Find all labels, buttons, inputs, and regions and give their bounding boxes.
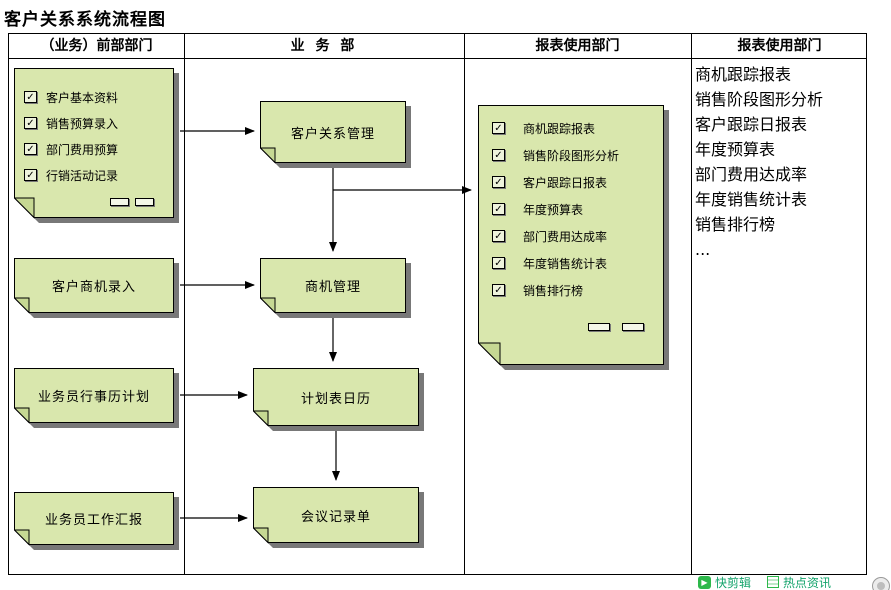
doc-crm: 客户关系管理 <box>260 101 411 168</box>
report-list-item: 部门费用达成率 <box>695 165 808 184</box>
checkbox-checked-icon <box>24 91 37 103</box>
checkbox-checked-icon <box>24 117 37 129</box>
corner-widget-icon[interactable] <box>872 577 890 590</box>
doc-check-item: 销售预算录入 <box>24 116 119 131</box>
quick-clip-icon <box>698 575 711 589</box>
doc-label: 商机管理 <box>304 280 361 295</box>
check-item-label: 销售预算录入 <box>46 116 119 131</box>
doc-label: 客户商机录入 <box>51 280 136 295</box>
doc-reports: 商机跟踪报表 销售阶段图形分析 客户跟踪日报表 年度预算表 部门费用达成率 年度… <box>478 105 669 370</box>
doc-label: 业务员行事历计划 <box>37 390 150 405</box>
checkbox-checked-icon <box>492 149 505 161</box>
doc-check-item: 销售阶段图形分析 <box>492 148 620 163</box>
doc-check-item: 部门费用预算 <box>24 142 119 157</box>
page-title: 客户关系系统流程图 <box>4 10 166 30</box>
check-item-label: 商机跟踪报表 <box>523 121 596 136</box>
check-item-label: 客户跟踪日报表 <box>523 175 608 190</box>
column-header-report-dept: 报表使用部门 <box>535 38 620 54</box>
mini-bar-icon <box>588 323 610 331</box>
doc-check-item: 商机跟踪报表 <box>492 121 596 136</box>
check-item-label: 行销活动记录 <box>46 168 119 183</box>
doc-check-item: 行销活动记录 <box>24 168 119 183</box>
report-list-item: 年度预算表 <box>695 140 776 159</box>
checkbox-checked-icon <box>492 203 505 215</box>
column-divider <box>184 34 185 574</box>
header-divider <box>9 58 866 59</box>
doc-label: 计划表日历 <box>300 391 371 407</box>
check-item-label: 客户基本资料 <box>46 90 119 105</box>
doc-check-item: 销售排行榜 <box>492 283 584 298</box>
checkbox-checked-icon <box>492 176 505 188</box>
check-item-label: 年度销售统计表 <box>523 256 608 271</box>
doc-check-item: 客户跟踪日报表 <box>492 175 608 190</box>
doc-entry-forms: 客户基本资料 销售预算录入 部门费用预算 行销活动记录 <box>14 68 179 223</box>
checkbox-checked-icon <box>492 230 505 242</box>
doc-label: 会议记录单 <box>300 509 371 525</box>
mini-bar-icon <box>110 198 129 206</box>
hot-news-label: 热点资讯 <box>783 575 832 590</box>
checkbox-checked-icon <box>492 284 505 296</box>
report-list-item: 年度销售统计表 <box>695 190 808 209</box>
doc-label: 业务员工作汇报 <box>44 513 143 528</box>
doc-work-report: 业务员工作汇报 <box>14 492 179 550</box>
doc-check-item: 年度销售统计表 <box>492 256 608 271</box>
report-list-item: 商机跟踪报表 <box>695 65 792 84</box>
doc-schedule-calendar: 计划表日历 <box>253 368 424 431</box>
doc-calendar-plan: 业务员行事历计划 <box>14 368 179 428</box>
doc-opportunity-entry: 客户商机录入 <box>14 258 179 318</box>
flowchart-table: （业务）前部部门 业 务 部 报表使用部门 报表使用部门 <box>8 33 867 575</box>
doc-meeting-record: 会议记录单 <box>253 487 424 548</box>
doc-check-item: 客户基本资料 <box>24 90 119 105</box>
doc-check-item: 年度预算表 <box>492 202 584 217</box>
quick-clip-button[interactable]: 快剪辑 <box>698 574 751 590</box>
mini-bar-icon <box>622 323 644 331</box>
check-item-label: 部门费用预算 <box>46 142 119 157</box>
doc-check-item: 部门费用达成率 <box>492 229 608 244</box>
check-item-label: 部门费用达成率 <box>523 229 608 244</box>
report-list-item: 客户跟踪日报表 <box>695 115 808 134</box>
report-list-item: 销售排行榜 <box>695 215 776 234</box>
checkbox-checked-icon <box>492 257 505 269</box>
hot-news-button[interactable]: 热点资讯 <box>767 574 831 590</box>
footer-toolbar: 快剪辑 热点资讯 <box>698 574 831 590</box>
column-divider <box>464 34 465 574</box>
checkbox-checked-icon <box>24 169 37 181</box>
report-list-item: ... <box>695 240 711 259</box>
check-item-label: 年度预算表 <box>523 202 584 217</box>
check-item-label: 销售阶段图形分析 <box>523 148 620 163</box>
report-name-list: 商机跟踪报表 销售阶段图形分析 客户跟踪日报表 年度预算表 部门费用达成率 年度… <box>695 62 823 262</box>
mini-bar-icon <box>135 198 154 206</box>
doc-label: 客户关系管理 <box>290 126 375 142</box>
checkbox-checked-icon <box>24 143 37 155</box>
hot-news-icon <box>767 576 780 588</box>
quick-clip-label: 快剪辑 <box>715 575 752 590</box>
checkbox-checked-icon <box>492 122 505 134</box>
column-header-business-dept: 业 务 部 <box>290 38 358 54</box>
column-divider <box>691 34 692 574</box>
column-header-report-dept-2: 报表使用部门 <box>737 38 822 54</box>
doc-opportunity-mgmt: 商机管理 <box>260 258 411 318</box>
column-header-front-dept: （业务）前部部门 <box>40 38 153 54</box>
check-item-label: 销售排行榜 <box>523 283 584 298</box>
report-list-item: 销售阶段图形分析 <box>695 90 824 109</box>
